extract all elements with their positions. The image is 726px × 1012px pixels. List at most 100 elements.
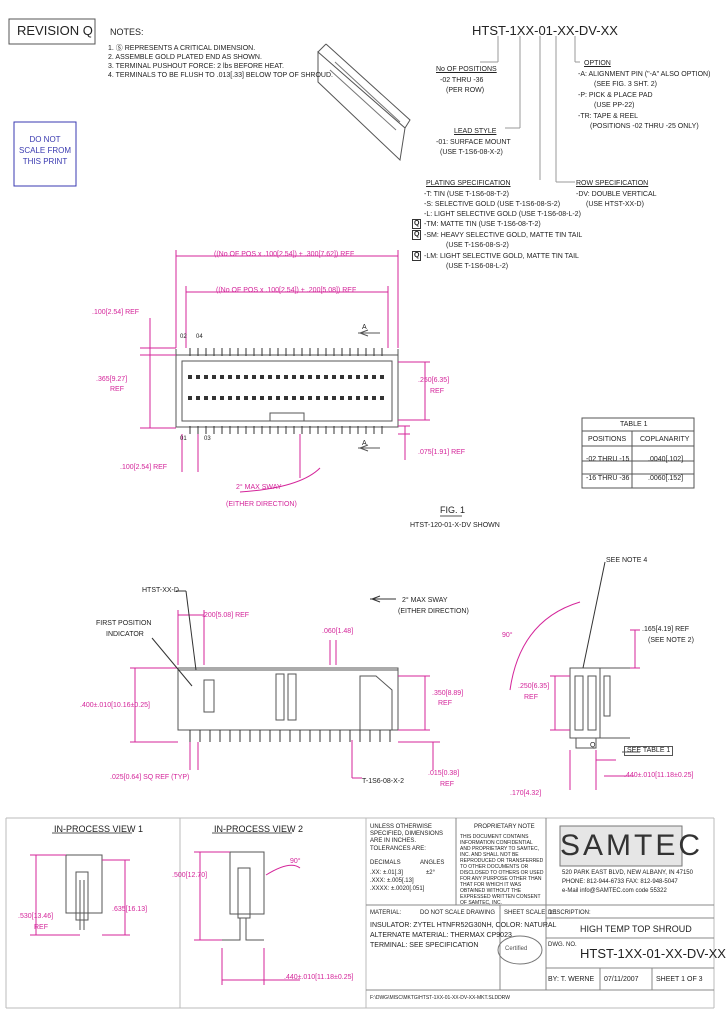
samtec-logo: SAMTEC bbox=[560, 829, 704, 862]
dim-400: .400±.010[10.16±0.25] bbox=[80, 702, 150, 709]
dim-015-ref: REF bbox=[440, 781, 454, 788]
rev-q-marker-sm: Q bbox=[412, 230, 422, 240]
dim-025: .025[0.64] SQ REF (TYP) bbox=[110, 774, 190, 781]
material-2: ALTERNATE MATERIAL: THERMAX CP9023 bbox=[370, 932, 512, 939]
plating-s: -S: SELECTIVE GOLD (USE T-1S6-08-S-2) bbox=[424, 201, 561, 208]
see-note-4: SEE NOTE 4 bbox=[606, 557, 648, 564]
option-p: -P: PICK & PLACE PAD bbox=[578, 92, 653, 99]
section-mark-bottom: A bbox=[362, 440, 367, 447]
option-tr-sub: (POSITIONS -02 THRU -25 ONLY) bbox=[590, 123, 699, 130]
sway-label-2: 2° MAX SWAY bbox=[402, 597, 448, 604]
dim-bottom-left: .100[2.54] REF bbox=[120, 464, 168, 471]
proprietary-label: PROPRIETARY NOTE bbox=[474, 824, 535, 830]
rev-q-marker-lm: Q bbox=[412, 251, 422, 261]
option-tr: -TR: TAPE & REEL bbox=[578, 113, 639, 120]
certified-badge: Certified bbox=[505, 946, 528, 952]
rev-q-marker-side: Q bbox=[590, 742, 596, 749]
option-a: -A: ALIGNMENT PIN ("-A" ALSO OPTION) bbox=[578, 71, 711, 78]
company-address-2: PHONE: 812-944-6733 FAX: 812-948-5047 bbox=[562, 879, 678, 885]
dim-top-overall: ((No OF POS x .100[2.54]) + .300[7.62]) … bbox=[214, 251, 355, 258]
dim-015: .015[0.38] bbox=[428, 770, 460, 777]
dim-top-inner: ((No OF POS x .100[2.54]) + .200[5.08]) … bbox=[216, 287, 357, 294]
pin-label-04: 04 bbox=[196, 334, 203, 340]
angles-label: ANGLES bbox=[420, 860, 445, 866]
table1-header-positions: POSITIONS bbox=[588, 436, 627, 443]
plating-sm: -SM: HEAVY SELECTIVE GOLD, MATTE TIN TAI… bbox=[424, 232, 583, 239]
v2-angle: 90° bbox=[290, 858, 301, 865]
row-spec-value: -DV: DOUBLE VERTICAL bbox=[576, 191, 657, 198]
rev-q-marker-tm: Q bbox=[412, 219, 422, 229]
inprocess-view2-title: IN-PROCESS VIEW 2 bbox=[214, 824, 304, 834]
decimals-label: DECIMALS bbox=[370, 860, 401, 866]
dim-350: .350[8.89] bbox=[432, 690, 464, 697]
plating-lm: -LM: LIGHT SELECTIVE GOLD, MATTE TIN TAI… bbox=[424, 253, 579, 260]
lead-style-label: LEAD STYLE bbox=[454, 128, 497, 135]
dwg-number: HTST-1XX-01-XX-DV-XX bbox=[580, 946, 726, 961]
positions-label: No OF POSITIONS bbox=[436, 66, 497, 73]
angle-90: 90° bbox=[502, 632, 513, 639]
sway-sub: (EITHER DIRECTION) bbox=[226, 501, 297, 508]
dim-165-sub: (SEE NOTE 2) bbox=[648, 637, 694, 644]
plating-lm-sub: (USE T-1S6-08-L-2) bbox=[446, 263, 509, 270]
section-mark-top: A bbox=[362, 324, 367, 331]
plating-l: -L: LIGHT SELECTIVE GOLD (USE T-1S6-08-L… bbox=[424, 211, 581, 218]
drawn-date: 07/11/2007 bbox=[604, 976, 639, 983]
dwg-no-label: DWG. NO. bbox=[548, 942, 577, 948]
option-p-sub: (USE PP-22) bbox=[594, 102, 635, 109]
row-spec-label: ROW SPECIFICATION bbox=[576, 180, 649, 187]
notes-title: NOTES: bbox=[110, 27, 144, 37]
pin-label-01: 01 bbox=[180, 436, 187, 442]
first-position-label: FIRST POSITION bbox=[96, 620, 152, 627]
table1-title: TABLE 1 bbox=[620, 421, 648, 428]
sheet-number: SHEET 1 OF 3 bbox=[656, 976, 703, 983]
company-address-3: e-Mail info@SAMTEC.com code 55322 bbox=[562, 888, 667, 894]
table1-header-coplanarity: COPLANARITY bbox=[640, 436, 690, 443]
material-1: INSULATOR: ZYTEL HTNFR52G30NH, COLOR: NA… bbox=[370, 922, 557, 929]
dont-scale-drawing: DO NOT SCALE DRAWING bbox=[420, 910, 496, 916]
plating-label: PLATING SPECIFICATION bbox=[426, 180, 511, 187]
dim-060: .060[1.48] bbox=[322, 628, 354, 635]
note-2: 2. ASSEMBLE GOLD PLATED END AS SHOWN. bbox=[108, 54, 262, 61]
do-not-scale-note: DO NOT SCALE FROM THIS PRINT bbox=[18, 135, 71, 166]
see-table-1: SEE TABLE 1 bbox=[624, 746, 674, 756]
fig1-subtitle: HTST-120-01-X-DV SHOWN bbox=[410, 522, 500, 529]
lead-style-sub: (USE T-1S6-08-X-2) bbox=[440, 149, 503, 156]
sway-sub-2: (EITHER DIRECTION) bbox=[398, 608, 469, 615]
table1-row2-coplanarity: .0060[.152] bbox=[648, 475, 684, 482]
sheet-scale: SHEET SCALE: 1:1 bbox=[504, 910, 557, 916]
dim-left-pitch: .100[2.54] REF bbox=[92, 309, 140, 316]
part-number-code: HTST-1XX-01-XX-DV-XX bbox=[472, 23, 618, 38]
pin-label-02: 02 bbox=[180, 334, 187, 340]
table1-row1-coplanarity: .0040[.102] bbox=[648, 456, 684, 463]
note-3: 3. TERMINAL PUSHOUT FORCE: 2 lbs BEFORE … bbox=[108, 63, 284, 70]
description: HIGH TEMP TOP SHROUD bbox=[580, 924, 692, 934]
plating-t: -T: TIN (USE T-1S6-08-T-2) bbox=[424, 191, 509, 198]
positions-sub: (PER ROW) bbox=[446, 87, 485, 94]
description-label: DESCRIPTION: bbox=[548, 910, 591, 916]
drawn-by: BY: T. WERNE bbox=[548, 976, 595, 983]
dim-left-width: .365[9.27] bbox=[96, 376, 128, 383]
sway-label: 2° MAX SWAY bbox=[236, 484, 282, 491]
positions-value: -02 THRU -36 bbox=[440, 77, 484, 84]
file-path: F:\DWG\MISC\MKTG\HTST-1XX-01-XX-DV-XX-MK… bbox=[370, 995, 510, 1001]
dim-right-width-ref: REF bbox=[430, 388, 444, 395]
lead-style-value: -01: SURFACE MOUNT bbox=[436, 139, 511, 146]
table1-row2-positions: -16 THRU -36 bbox=[586, 475, 630, 482]
dim-left-width-ref: REF bbox=[110, 386, 124, 393]
tolerance-sub: TOLERANCES ARE: bbox=[370, 846, 426, 852]
tol-1: .XX: ±.01[.3] bbox=[370, 870, 403, 876]
note-4: 4. TERMINALS TO BE FLUSH TO .013[.33] BE… bbox=[108, 72, 333, 79]
tol-2: .XXX: ±.005[.13] bbox=[370, 878, 414, 884]
option-a-sub: (SEE FIG. 3 SHT. 2) bbox=[594, 81, 658, 88]
tol-angle: ±2° bbox=[426, 870, 436, 876]
shroud-label: HTST-XX-D bbox=[142, 587, 179, 594]
material-label: MATERIAL: bbox=[370, 910, 402, 916]
plating-sm-sub: (USE T-1S6-08-S-2) bbox=[446, 242, 509, 249]
dim-bottom-right: .075[1.91] REF bbox=[418, 449, 466, 456]
inprocess-view1-title: IN-PROCESS VIEW 1 bbox=[54, 824, 144, 834]
option-label: OPTION bbox=[584, 60, 611, 67]
dim-200: .200[5.08] REF bbox=[202, 612, 250, 619]
v1-dim-530: .530[13.46] bbox=[18, 913, 54, 920]
proprietary-text: THIS DOCUMENT CONTAINS INFORMATION CONFI… bbox=[460, 834, 544, 906]
